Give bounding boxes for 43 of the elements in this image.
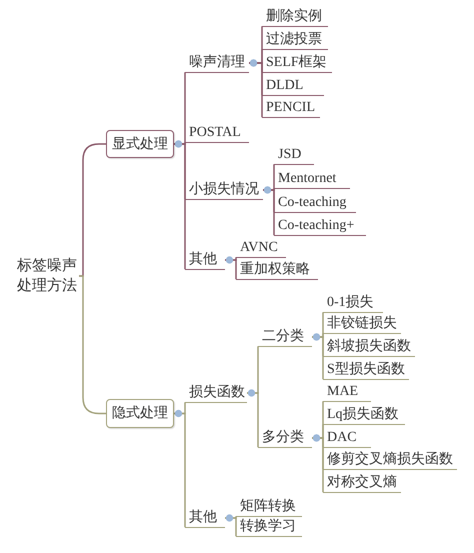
underlined-topic: 损失函数 — [185, 384, 247, 403]
topic-box: 显式处理 — [106, 130, 174, 158]
connector-line — [174, 140, 186, 270]
underlined-topic: Mentornet — [274, 170, 350, 189]
underlined-topic: 删除实例 — [262, 8, 328, 27]
connector-line — [312, 434, 324, 493]
underlined-topic: 非铰链损失 — [323, 315, 401, 334]
underlined-topic: SELF框架 — [262, 54, 332, 73]
underlined-topic: 转换学习 — [236, 518, 302, 537]
underlined-topic: 矩阵转换 — [236, 498, 302, 517]
underlined-topic: 其他 — [185, 509, 225, 528]
connector-line — [225, 256, 237, 280]
connector-line — [79, 275, 106, 414]
underlined-topic: 对称交叉熵 — [323, 474, 401, 493]
underlined-topic: 二分类 — [258, 328, 312, 347]
underlined-topic: JSD — [274, 146, 314, 165]
underlined-topic: DLDL — [262, 77, 324, 96]
underlined-topic: 其他 — [185, 251, 225, 270]
underlined-topic: PENCIL — [262, 99, 320, 118]
root-topic-label: 标签噪声处理方法 — [17, 256, 79, 296]
underlined-topic: 噪声清理 — [185, 54, 249, 73]
underlined-topic: DAC — [323, 429, 371, 448]
underlined-topic: 小损失情况 — [185, 181, 263, 200]
topic-box: 隐式处理 — [106, 399, 174, 428]
underlined-topic: Co-teaching+ — [274, 217, 366, 236]
connector-line — [249, 59, 263, 118]
underlined-topic: AVNC — [236, 239, 286, 258]
underlined-topic: 修剪交叉熵损失函数 — [323, 451, 457, 470]
underlined-topic: 0-1损失 — [323, 294, 383, 313]
underlined-topic: MAE — [323, 383, 371, 402]
connector-line — [225, 514, 237, 537]
underlined-topic: 多分类 — [258, 429, 312, 448]
underlined-topic: 重加权策略 — [236, 261, 318, 280]
connector-line — [174, 410, 186, 528]
underlined-topic: Lq损失函数 — [323, 406, 405, 425]
underlined-topic: POSTAL — [185, 124, 249, 143]
underlined-topic: S型损失函数 — [323, 361, 409, 380]
underlined-topic: Co-teaching — [274, 194, 356, 213]
underlined-topic: 斜坡损失函数 — [323, 338, 415, 357]
connector-line — [247, 389, 259, 448]
connector-line — [312, 333, 324, 380]
underlined-topic: 过滤投票 — [262, 31, 328, 50]
connector-line — [263, 186, 275, 236]
